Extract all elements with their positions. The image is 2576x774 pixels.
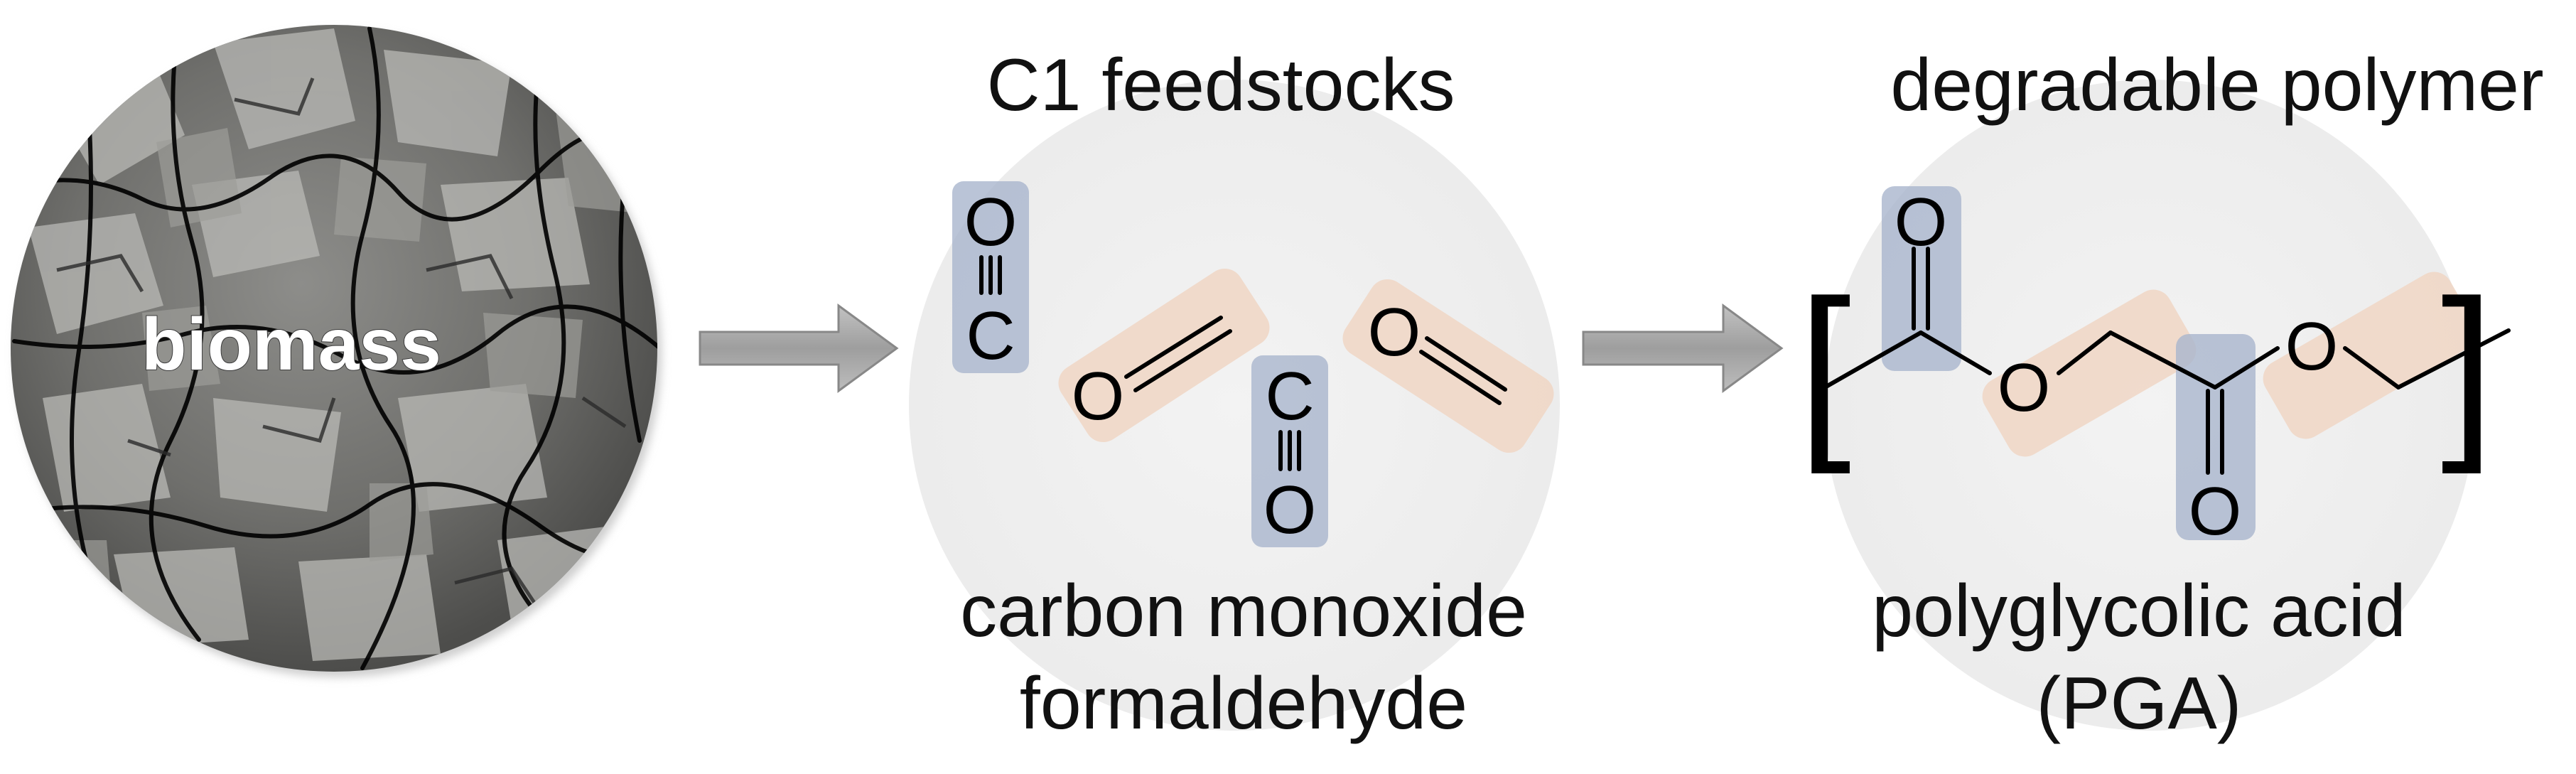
fa1-oxygen: O xyxy=(1072,358,1125,434)
co1-oxygen: O xyxy=(964,184,1018,260)
fa2-oxygen: O xyxy=(1368,294,1421,370)
polymer-left-bracket: [ xyxy=(1798,261,1852,475)
polymer-right-bracket: ] xyxy=(2441,261,2494,475)
biomass-bark-image: biomass xyxy=(11,25,662,677)
degradable-polymer-panel: degradable polymer [ ] O O O O xyxy=(1798,44,2544,745)
pga-carbonyl-oxygen-1: O xyxy=(1895,184,1948,260)
pga-ester-oxygen-1: O xyxy=(1998,350,2051,426)
ch2o-highlight xyxy=(2263,272,2477,439)
pga-backbone xyxy=(1823,247,2511,475)
carbonyl-highlight xyxy=(2176,334,2256,540)
polymer-panel-background xyxy=(1824,80,2475,731)
co2-carbon: C xyxy=(1265,358,1314,434)
formaldehyde-highlight xyxy=(1342,279,1554,453)
carbon-monoxide-molecule-1: O C xyxy=(952,181,1029,374)
pga-carbonyl-oxygen-2: O xyxy=(2189,473,2242,549)
co2-oxygen: O xyxy=(1263,472,1317,548)
carbonyl-highlight xyxy=(1882,186,1961,371)
right-arrow-icon xyxy=(1582,303,1784,393)
polymer-panel-caption-line2: (PGA) xyxy=(2037,662,2242,745)
formaldehyde-molecule-1: O xyxy=(1058,268,1270,443)
carbon-monoxide-molecule-2: C O xyxy=(1251,355,1328,548)
ch2o-highlight xyxy=(1982,289,2197,457)
c1-panel-background xyxy=(909,80,1560,731)
pga-ester-oxygen-2: O xyxy=(2285,308,2339,385)
polymer-panel-caption-line1: polyglycolic acid xyxy=(1872,570,2405,652)
c1-panel-caption-line1: carbon monoxide xyxy=(960,570,1527,652)
polymer-panel-title: degradable polymer xyxy=(1890,44,2543,127)
c1-panel-title: C1 feedstocks xyxy=(987,44,1455,127)
co1-carbon: C xyxy=(966,298,1015,374)
formaldehyde-molecule-2: O xyxy=(1342,279,1554,453)
right-arrow-icon xyxy=(699,303,899,393)
c1-feedstocks-panel: C1 feedstocks O C O C O xyxy=(909,44,1560,745)
biomass-label: biomass xyxy=(141,303,441,386)
c1-panel-caption-line2: formaldehyde xyxy=(1020,662,1467,745)
